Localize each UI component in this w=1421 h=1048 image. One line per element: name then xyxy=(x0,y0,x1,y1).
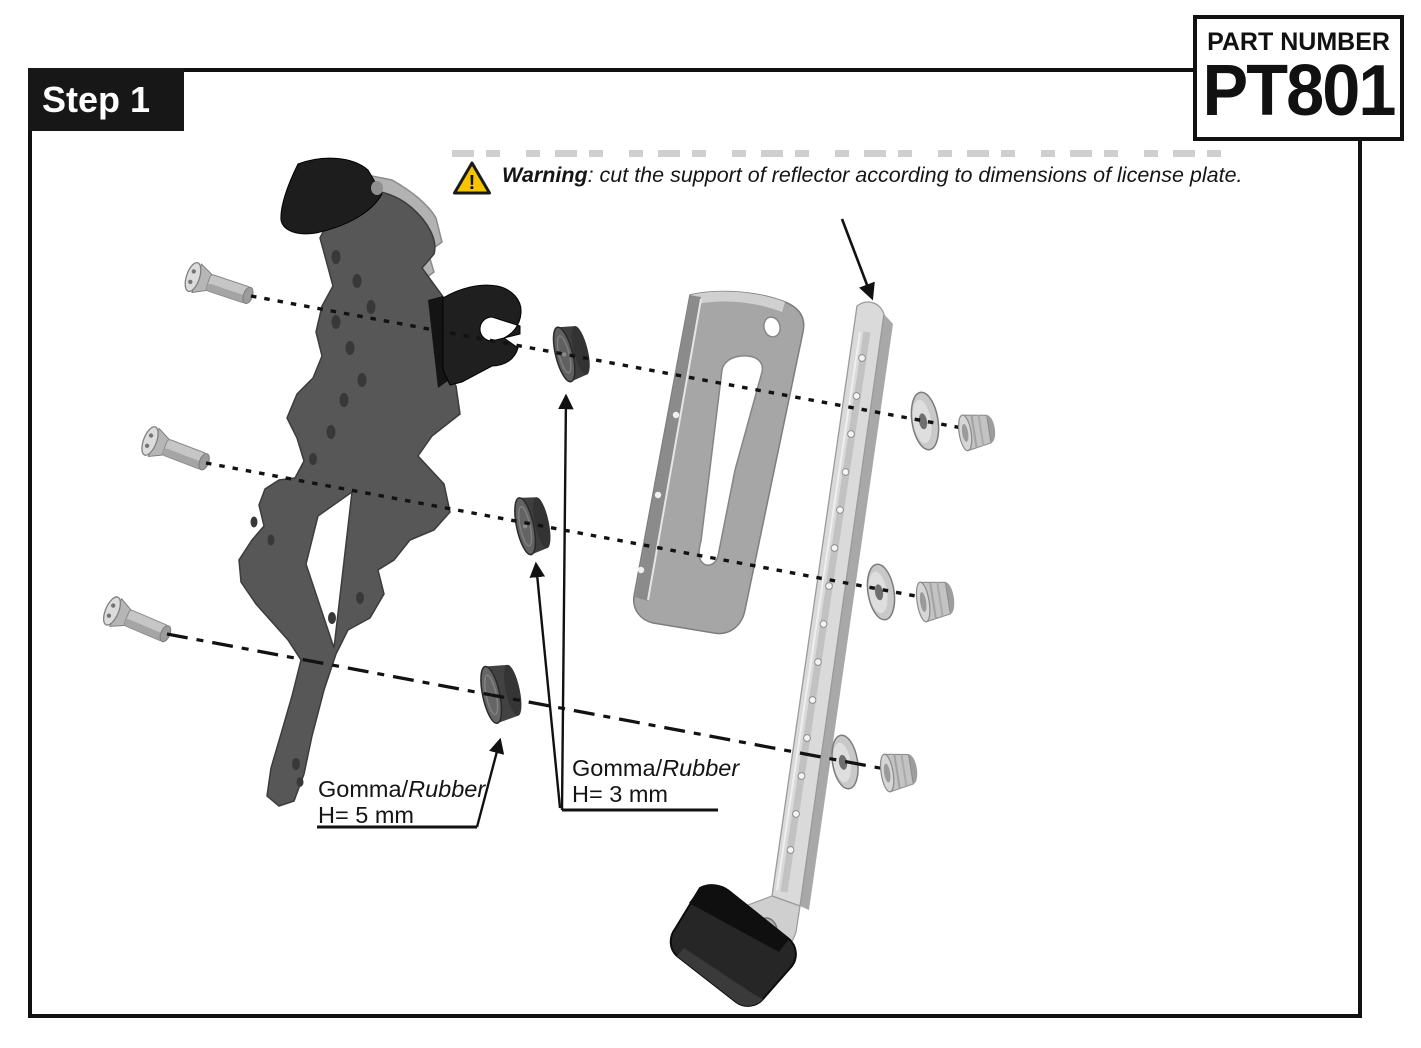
nut-bottom xyxy=(879,753,918,793)
warning-row: ! Warning: cut the support of reflector … xyxy=(452,160,1243,196)
washer-middle xyxy=(866,563,896,621)
countersunk-screw-top xyxy=(184,261,254,305)
axis-line-bottom xyxy=(166,632,886,771)
license-plate-bracket xyxy=(238,157,522,807)
bracket-body xyxy=(238,189,461,807)
countersunk-screw-middle xyxy=(141,426,210,471)
callout-rubber-3mm: Gomma/Rubber H= 3 mm xyxy=(572,755,740,807)
callout-rubber-3mm-name: Gomma/Rubber xyxy=(572,755,740,781)
bracket-holes xyxy=(250,250,376,787)
callout-rubber-5mm: Gomma/Rubber H= 5 mm xyxy=(318,776,486,828)
part-number-caption: PART NUMBER xyxy=(1207,28,1390,56)
step-label: Step 1 xyxy=(42,78,151,120)
rubber-spacer-3mm-top xyxy=(552,326,590,383)
countersunk-screw-bottom xyxy=(102,596,172,643)
callout-leaders xyxy=(317,218,875,829)
callout-rubber-5mm-dimension: H= 5 mm xyxy=(318,801,414,828)
reflector-support xyxy=(632,290,805,635)
cover-screw xyxy=(371,181,383,195)
cropped-text-artifact xyxy=(452,150,1235,157)
warning-body: : cut the support of reflector according… xyxy=(587,163,1243,187)
nut-top xyxy=(957,414,996,452)
support-top-hole xyxy=(763,316,781,338)
warning-text: Warning: cut the support of reflector ac… xyxy=(502,163,1243,188)
nut-middle xyxy=(915,581,955,623)
washer-top xyxy=(910,391,940,451)
part-number-box: PART NUMBER PT801 xyxy=(1193,15,1404,141)
strip-holes xyxy=(786,354,866,854)
warning-triangle-icon: ! xyxy=(453,161,491,195)
bracket-light-cover xyxy=(280,157,383,235)
warning-exclamation: ! xyxy=(469,172,476,194)
support-edge-holes xyxy=(637,411,680,574)
warning-label: Warning xyxy=(502,163,588,187)
leader-3mm-to-top-spacer xyxy=(558,393,574,811)
reflector xyxy=(669,884,797,1007)
leader-3mm-to-middle-spacer xyxy=(529,561,562,809)
leader-5mm-to-spacer xyxy=(475,737,505,828)
support-slot xyxy=(698,355,764,566)
callout-rubber-3mm-dimension: H= 3 mm xyxy=(572,780,668,807)
assembly-axis-lines xyxy=(166,294,963,771)
step-label-box: Step 1 xyxy=(28,68,184,131)
callout-rubber-5mm-name: Gomma/Rubber xyxy=(318,776,486,802)
washer-bottom xyxy=(831,734,859,790)
warning-arrow xyxy=(840,218,875,301)
rubber-spacer-3mm-middle xyxy=(514,497,551,556)
part-number-value: PT801 xyxy=(1202,51,1396,131)
